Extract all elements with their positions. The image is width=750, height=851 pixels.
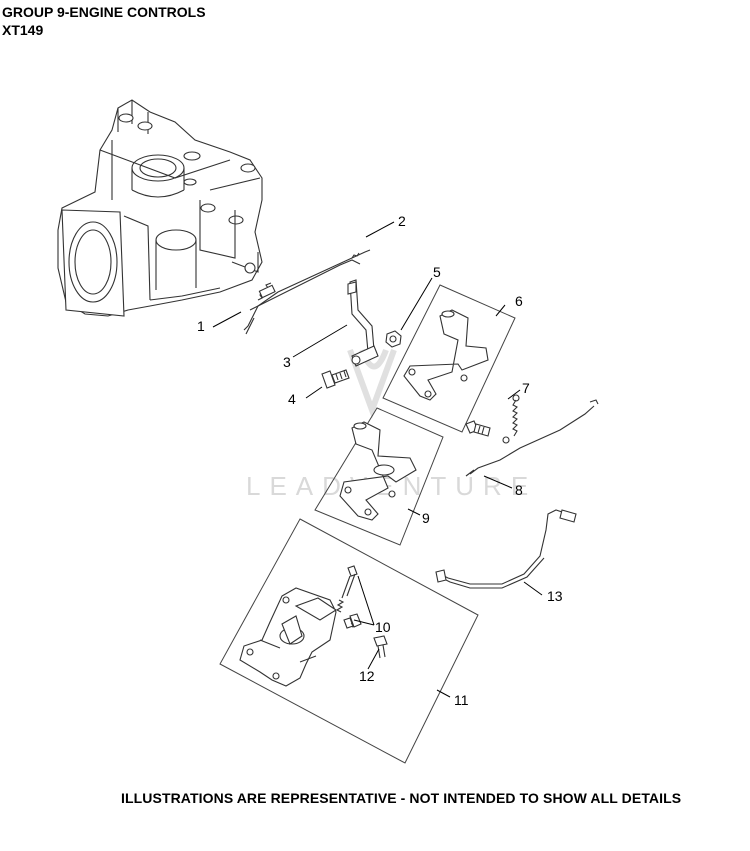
callout-7: 7 [522,380,530,396]
callout-1: 1 [197,318,205,334]
callout-13: 13 [547,588,563,604]
callout-labels: 1 2 3 4 5 6 7 8 9 10 11 12 13 [197,213,563,708]
callout-12: 12 [359,668,375,684]
part-7-spring [465,394,520,444]
callout-11: 11 [454,692,469,708]
engine-block [57,99,263,317]
callout-10: 10 [375,619,391,635]
callout-2: 2 [398,213,406,229]
part-3-governor-lever [347,279,379,367]
part-1-governor-link [243,249,371,335]
part-10-screws [335,565,362,629]
callout-8: 8 [515,482,523,498]
callout-9: 9 [422,510,430,526]
disclaimer-note: ILLUSTRATIONS ARE REPRESENTATIVE - NOT I… [121,790,682,806]
part-8-throttle-link [465,399,599,477]
part-11-control-assembly [219,518,479,764]
callout-3: 3 [283,354,291,370]
part-9-control-bracket [314,407,444,546]
part-2-governor-spring [249,252,361,311]
callout-5: 5 [433,264,441,280]
part-12-bolt [373,635,388,659]
part-4-bolt [321,369,350,389]
part-6-choke-bracket [382,284,516,433]
callout-4: 4 [288,391,296,407]
leader-lines [212,221,543,698]
model-number: XT149 [2,22,44,38]
callout-6: 6 [515,293,523,309]
part-5-nut [385,330,402,348]
page-title: GROUP 9-ENGINE CONTROLS [2,4,206,20]
part-13-throttle-cable [435,509,577,589]
